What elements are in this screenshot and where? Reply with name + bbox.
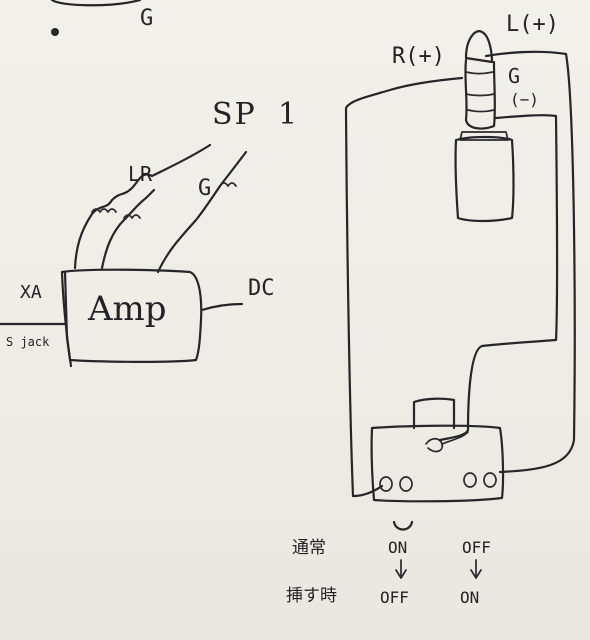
top-dot [51, 28, 59, 36]
right-plus-label: R(+) [392, 44, 445, 69]
plug-ring-1 [465, 71, 494, 75]
g-wire-label: G [198, 176, 212, 201]
normal-label: 通常 [292, 538, 326, 558]
terminal-2 [399, 476, 413, 492]
ground-minus-label: (−) [510, 90, 539, 109]
lr-label: LR [128, 162, 153, 186]
top-g-label: G [140, 6, 154, 31]
plug-collar [459, 131, 509, 141]
plug-ring-2 [465, 93, 495, 97]
terminal-3 [463, 472, 477, 488]
switch-marker-curve [392, 520, 414, 531]
amp-dc-wire [200, 302, 244, 312]
state-off-to-label: ON [460, 588, 480, 607]
plug-body [454, 135, 515, 223]
wire-coil-3 [219, 182, 237, 187]
ground-label: G [508, 64, 521, 88]
state-off-label: OFF [462, 538, 491, 557]
inserted-label: 挿す時 [286, 586, 337, 606]
jack-inner-contact [425, 437, 444, 453]
state-on-to-label: OFF [380, 588, 409, 607]
terminal-1 [379, 476, 393, 492]
jack-label: S jack [6, 335, 50, 349]
amp-input-bracket [63, 270, 73, 368]
ground-wire [438, 114, 559, 442]
plug-tip [464, 30, 494, 64]
speaker-number: 1 [278, 97, 298, 132]
wire-coil-2 [123, 214, 141, 219]
top-scribble [50, 0, 142, 7]
jack-box [370, 424, 505, 503]
outer-wire-loop [344, 76, 464, 498]
arrow-off-head [470, 569, 482, 579]
speaker-label: SP [212, 97, 257, 132]
jack-inner-wire [441, 431, 469, 445]
speaker-wire-1 [73, 143, 212, 270]
left-channel-wire [484, 50, 576, 474]
wire-coil-1 [91, 208, 117, 213]
terminal-lead [351, 484, 384, 498]
speaker-wire-2 [100, 188, 156, 270]
left-plus-label: L(+) [506, 12, 559, 37]
speaker-wire-3 [156, 150, 248, 274]
state-on-label: ON [388, 538, 408, 557]
terminal-4 [483, 472, 497, 488]
xa-label: XA [20, 282, 42, 303]
dc-label: DC [248, 276, 275, 301]
arrow-on-head [395, 569, 407, 579]
plug-ring-3 [467, 109, 495, 113]
jack-top-notch [412, 397, 456, 430]
amp-label: Amp [88, 289, 167, 329]
